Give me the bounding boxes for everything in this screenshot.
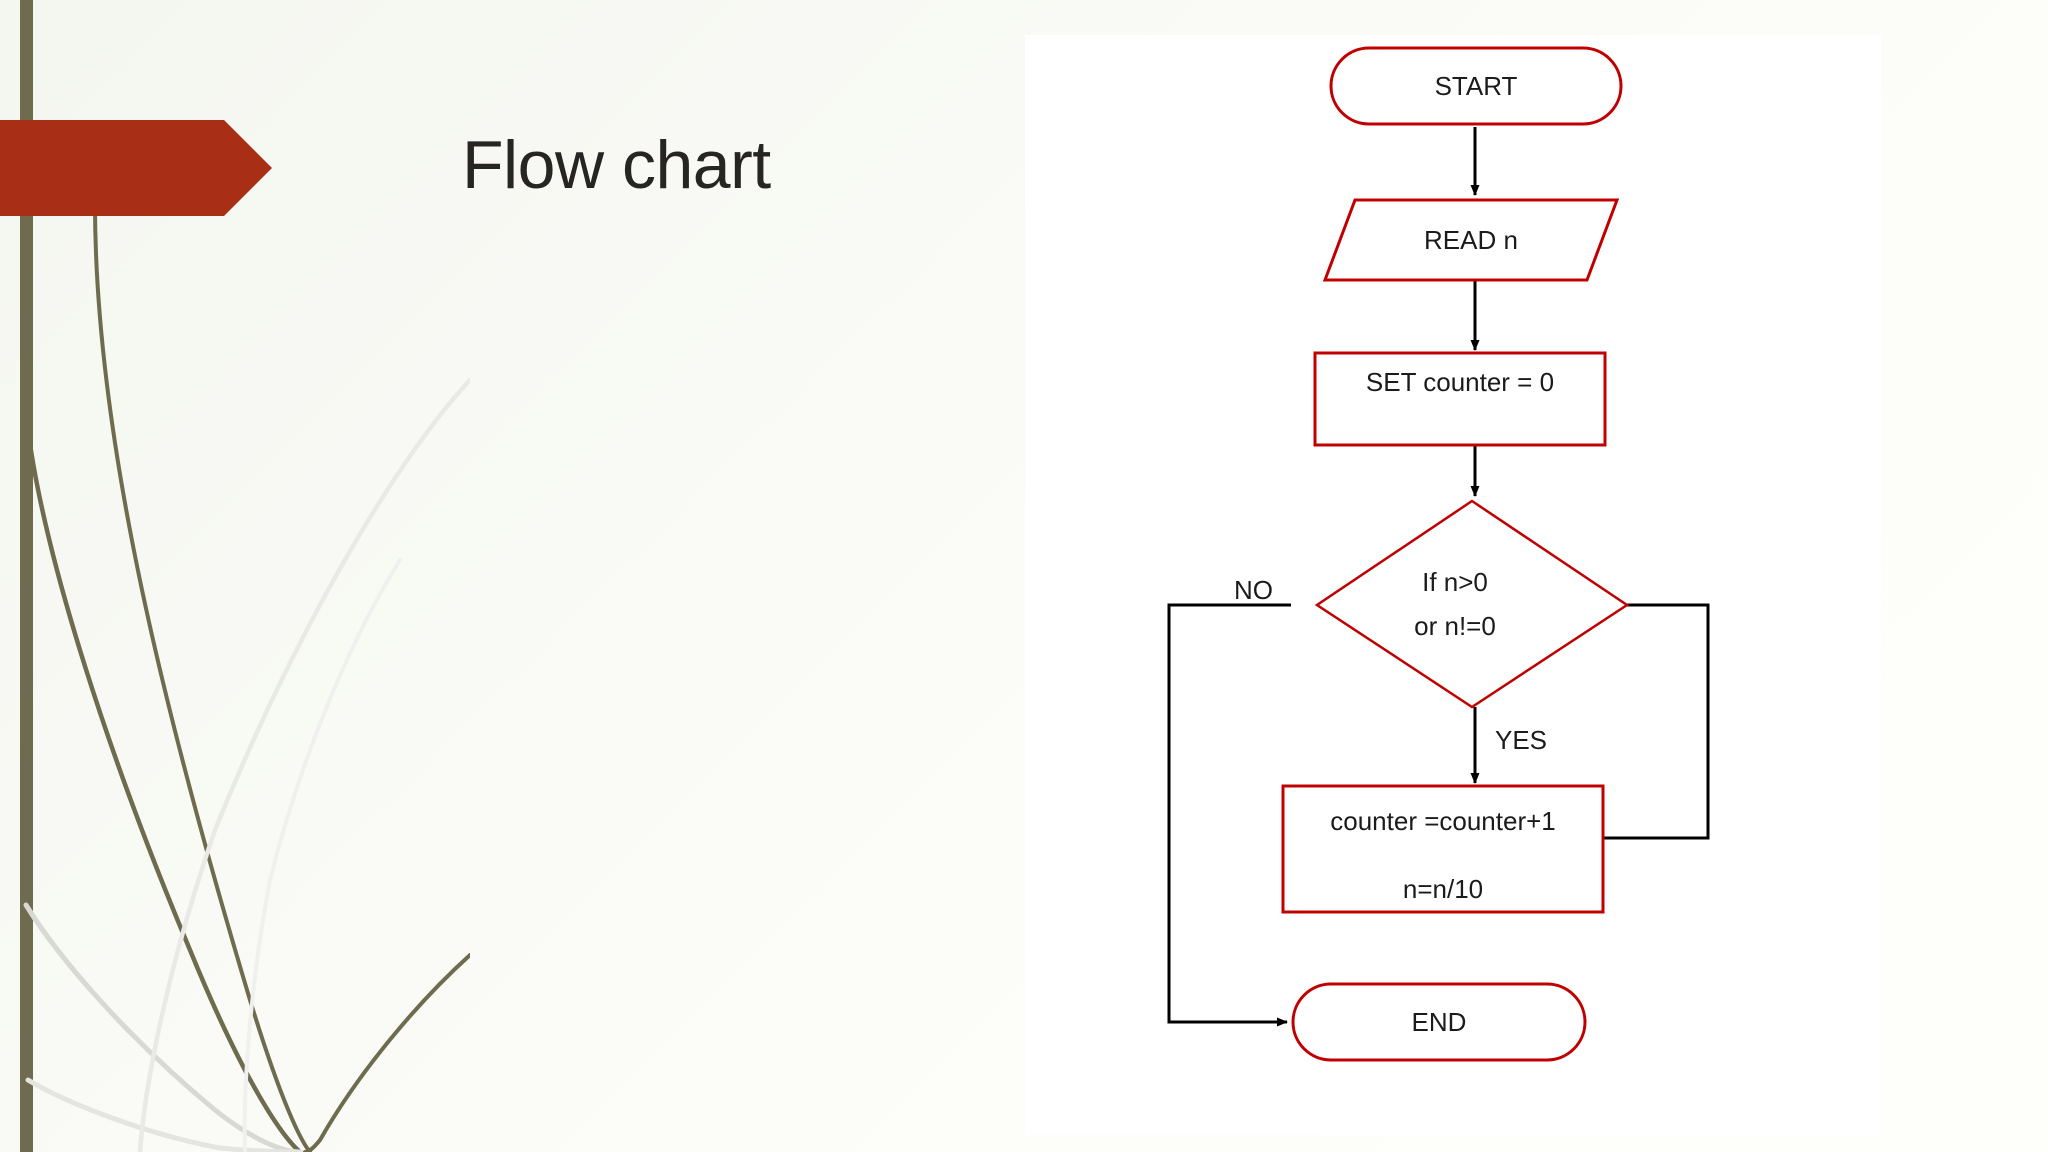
node-end[interactable]: END [1293, 984, 1585, 1060]
node-end-label: END [1411, 1007, 1467, 1037]
node-set-shape [1313, 351, 1607, 447]
node-start-label: START [1434, 71, 1518, 101]
node-end-shape [1291, 982, 1587, 1062]
node-update-shape [1281, 784, 1605, 914]
node-update-label-line1: counter =counter+1 [1330, 806, 1556, 836]
edge-label-yes: YES [1495, 725, 1548, 755]
node-start-shape [1329, 46, 1623, 126]
node-decision-label-line1: If n>0 [1422, 567, 1488, 597]
node-update-label-line2: n=n/10 [1402, 874, 1484, 904]
node-start[interactable]: START [1331, 48, 1621, 124]
edge-label-no: NO [1234, 575, 1273, 605]
node-update[interactable]: counter =counter+1 n=n/10 [1283, 786, 1603, 912]
node-read[interactable]: READ n [1325, 200, 1617, 280]
connector-decision-end [1167, 603, 1291, 1027]
node-set-label: SET counter = 0 [1365, 367, 1555, 397]
node-decision-shape [1314, 499, 1630, 709]
red-banner-shape [0, 120, 272, 216]
node-decision-label-line2: or n!=0 [1414, 611, 1496, 641]
node-decision[interactable]: If n>0 or n!=0 [1345, 501, 1565, 707]
page-title: Flow chart [462, 127, 771, 203]
node-read-shape [1322, 198, 1620, 282]
node-set[interactable]: SET counter = 0 [1315, 353, 1605, 445]
connector-update-decision-loop [1603, 600, 1710, 840]
flowchart-diagram [1167, 46, 1710, 1062]
node-read-label: READ n [1424, 225, 1518, 255]
